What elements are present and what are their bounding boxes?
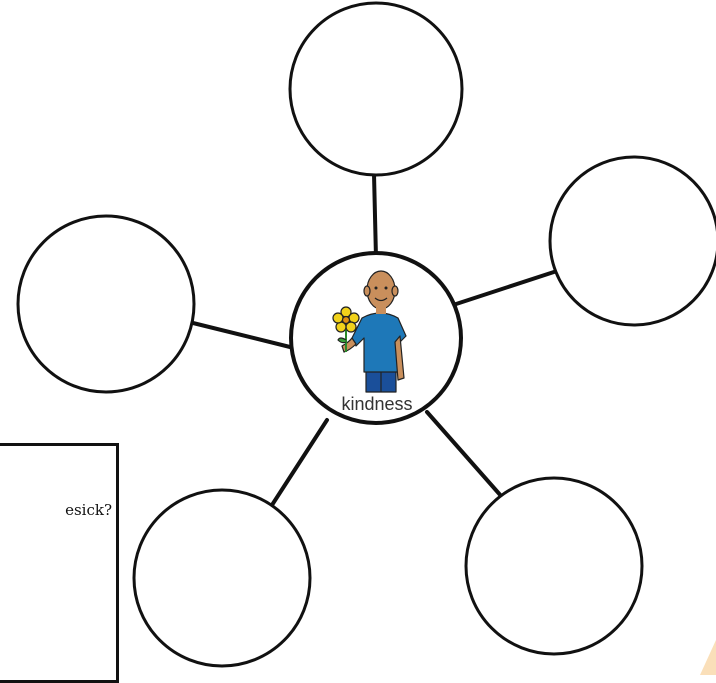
corner-accent bbox=[700, 640, 716, 675]
connector-right bbox=[448, 268, 562, 308]
connector-bottom-right bbox=[425, 410, 504, 499]
bubble-bottom-right[interactable] bbox=[464, 476, 644, 656]
question-text: esick? bbox=[65, 501, 112, 519]
bubble-left[interactable] bbox=[16, 214, 196, 394]
bubble-top[interactable] bbox=[288, 1, 464, 177]
connectors bbox=[191, 172, 562, 507]
connector-left bbox=[191, 321, 292, 349]
question-box: esick? bbox=[0, 443, 119, 683]
connector-bottom-left bbox=[270, 418, 329, 507]
bubble-bottom-left[interactable] bbox=[132, 488, 312, 668]
connector-top bbox=[372, 172, 378, 260]
person-holding-flower-icon bbox=[332, 270, 407, 393]
center-label: kindness bbox=[341, 394, 413, 414]
bubble-right[interactable] bbox=[548, 155, 716, 327]
